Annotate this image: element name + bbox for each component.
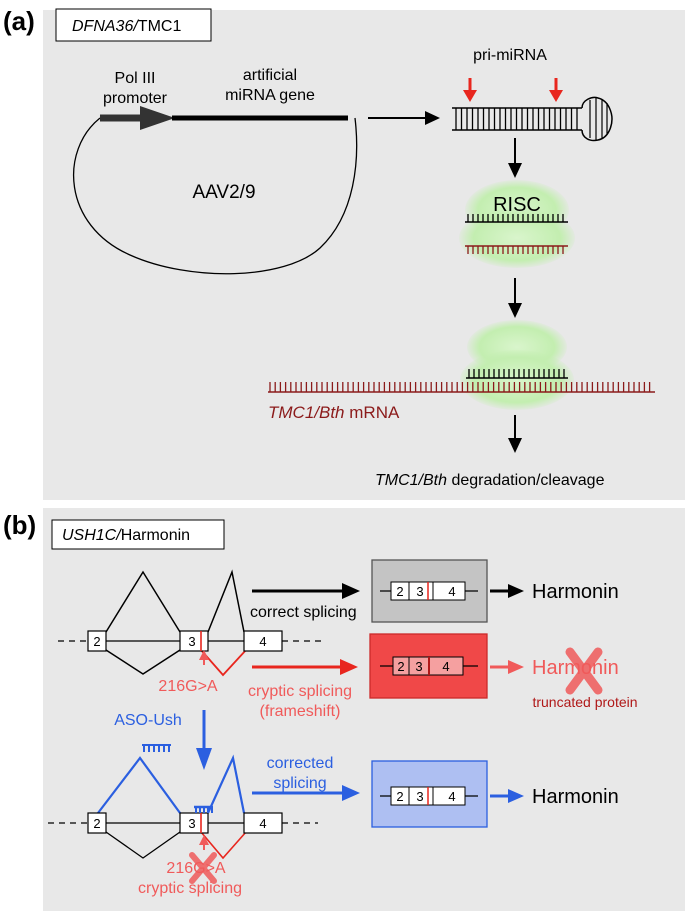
box-gray-exon-4: 4 — [448, 584, 455, 599]
arrow-to-target-binding-head — [508, 303, 522, 318]
corrected-label-line2: splicing — [273, 775, 326, 792]
box-blue-exon-2: 2 — [396, 789, 403, 804]
skip-line-bottom — [105, 831, 181, 859]
degradation-label-plain: degradation/cleavage — [447, 472, 605, 489]
aso-treatment-arrowhead — [196, 748, 212, 770]
mrna-label-plain: mRNA — [345, 403, 400, 422]
harmonin-top: Harmonin — [532, 581, 619, 603]
no-protein-cross-icon — [565, 647, 603, 695]
skip-line-2-3 — [105, 649, 181, 675]
panel-a-title-plain: TMC1 — [138, 18, 182, 35]
cryptic-splicing-arrowhead — [340, 659, 358, 675]
arrow-to-pri-mirna-head — [425, 111, 440, 125]
box-red-exon-4: 4 — [442, 659, 449, 674]
panel-a: (a) DFNA36/TMC1 Pol III promoter artific… — [3, 6, 685, 500]
harmonin-middle: Harmonin — [532, 657, 619, 679]
pri-mirna-hairpin — [452, 96, 613, 142]
aav-vector-loop — [73, 117, 358, 275]
panel-a-label: (a) — [3, 6, 35, 36]
panel-a-title-box: DFNA36/TMC1 — [55, 8, 212, 42]
vector-label: AAV2/9 — [192, 182, 255, 203]
correct-mrna-box: 2 3 4 — [371, 559, 488, 623]
risc-label: RISC — [493, 194, 541, 216]
box-gray-exon-2: 2 — [396, 584, 403, 599]
risc-complex: RISC — [459, 180, 575, 268]
aso-bound-icon — [194, 805, 213, 813]
harmonin-bottom: Harmonin — [532, 786, 619, 808]
drosha-cleavage-arrow-left — [463, 78, 477, 102]
mutation-label-top: 216G>A — [158, 678, 217, 695]
blocked-cross-icon — [189, 852, 217, 884]
panel-b-label: (b) — [3, 510, 36, 540]
box-gray-exon-3: 3 — [416, 584, 423, 599]
exon-3-bottom-label: 3 — [188, 816, 195, 831]
tmc1-mrna-strand — [268, 382, 655, 393]
corrected-arc-3-4 — [206, 754, 246, 814]
panel-b-background — [43, 508, 685, 911]
arrow-to-risc-head — [508, 163, 522, 178]
aso-comb-icon — [142, 744, 171, 752]
splice-arc-3-4 — [207, 569, 245, 633]
corrected-label-line1: corrected — [267, 755, 334, 772]
drosha-cleavage-arrow-right — [549, 78, 563, 102]
gene-label-line1: artificial — [243, 67, 297, 84]
cryptic-arc-blocked — [200, 831, 247, 860]
exon-2-bottom — [87, 812, 107, 834]
arrow-to-harmonin-bottom-head — [508, 789, 524, 803]
cryptic-label-line2: (frameshift) — [260, 703, 341, 720]
truncated-protein-label: truncated protein — [532, 694, 637, 710]
svg-text:DFNA36/TMC1: DFNA36/TMC1 — [72, 18, 181, 35]
correct-splicing-label: correct splicing — [250, 604, 357, 621]
exon-3-top-label: 3 — [188, 634, 195, 649]
panel-b-title-italic: USH1C/ — [62, 527, 122, 544]
mrna-label: TMC1/Bth mRNA — [268, 403, 400, 422]
box-red-exon-2: 2 — [397, 659, 404, 674]
panel-b-title-box: USH1C/Harmonin — [51, 519, 225, 550]
gene-label-line2: miRNA gene — [225, 87, 315, 104]
gene-structure-bottom: 2 3 4 — [48, 754, 318, 860]
panel-b-title-plain: Harmonin — [121, 527, 190, 544]
correct-splicing-arrowhead — [342, 583, 360, 599]
exon-2-top — [87, 630, 107, 652]
mutation-label-bottom: 216G>A — [166, 860, 225, 877]
corrected-mrna-box: 2 3 4 — [371, 760, 488, 828]
cryptic-bottom-label: cryptic splicing — [138, 880, 242, 897]
exon-4-bottom-label: 4 — [259, 816, 266, 831]
aso-label: ASO-Ush — [114, 712, 182, 729]
promoter-label-line2: promoter — [103, 90, 168, 107]
panel-a-title-italic: DFNA36/ — [72, 18, 139, 35]
corrected-splicing-arrowhead — [342, 785, 360, 801]
exon-4-bottom — [243, 812, 283, 834]
box-red-exon-3: 3 — [415, 659, 422, 674]
arrow-to-degradation-head — [508, 438, 522, 453]
degradation-label-italic: TMC1/Bth — [375, 472, 447, 489]
exon-4-top-label: 4 — [259, 634, 266, 649]
degradation-label: TMC1/Bth degradation/cleavage — [375, 472, 605, 489]
promoter-label-line1: Pol III — [115, 70, 156, 87]
exon-2-bottom-label: 2 — [93, 816, 100, 831]
gene-structure-top: 2 3 4 — [58, 569, 325, 677]
cryptic-arc — [200, 649, 247, 677]
cryptic-mrna-box: 2 3 4 — [369, 633, 488, 699]
corrected-arc-2-3 — [97, 756, 181, 814]
splice-arc-2-3 — [105, 570, 181, 633]
risc-mrna-complex — [460, 320, 574, 410]
panel-b: (b) USH1C/Harmonin 2 3 4 216G>A — [3, 508, 685, 911]
exon-4-top — [243, 630, 283, 652]
cryptic-label-line1: cryptic splicing — [248, 683, 352, 700]
pri-mirna-label: pri-miRNA — [473, 47, 547, 64]
pol3-promoter-arrowhead — [140, 106, 175, 130]
exon-2-top-label: 2 — [93, 634, 100, 649]
arrow-to-harmonin-middle-head — [508, 660, 524, 674]
panel-a-background — [43, 10, 685, 500]
box-blue-exon-4: 4 — [448, 789, 455, 804]
arrow-to-harmonin-top-head — [508, 584, 524, 598]
box-blue-exon-3: 3 — [416, 789, 423, 804]
svg-text:USH1C/Harmonin: USH1C/Harmonin — [62, 527, 190, 544]
mrna-label-italic: TMC1/Bth — [268, 403, 345, 422]
